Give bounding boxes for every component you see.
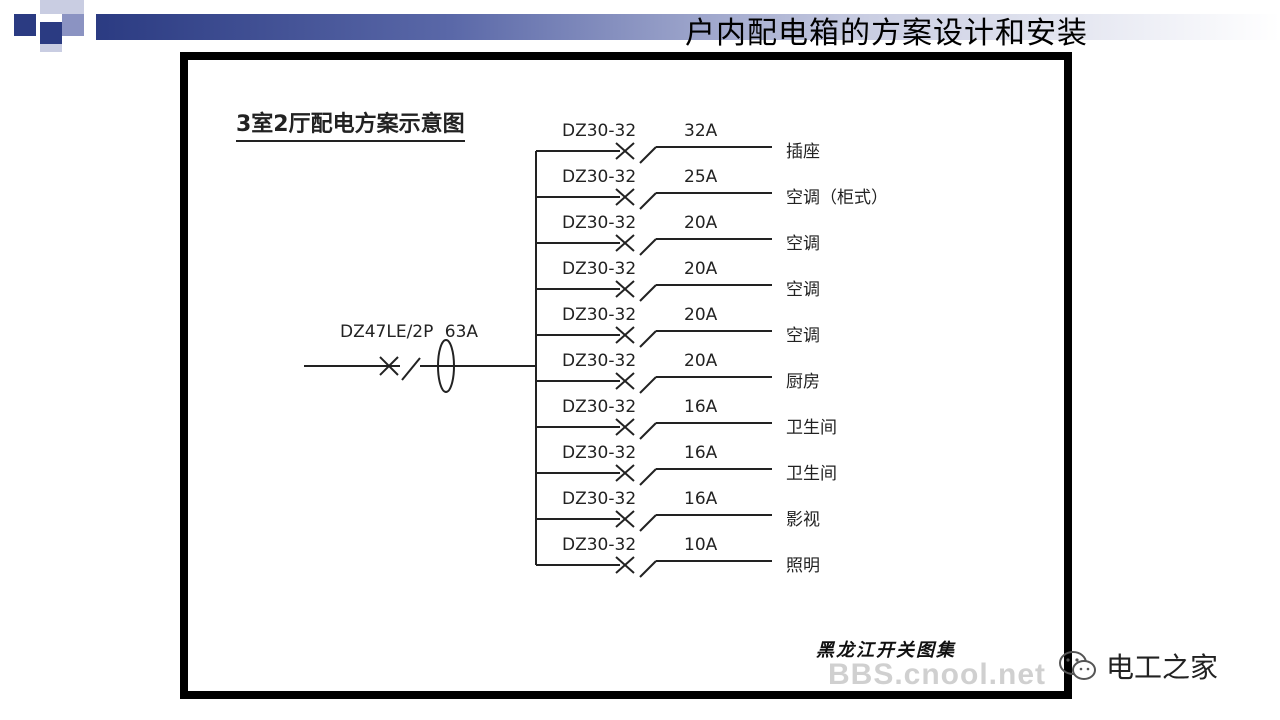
main-breaker-cross [379, 356, 399, 376]
header-gradient-bar [96, 14, 1280, 40]
circuit-breaker-rating: 20A [684, 305, 718, 325]
circuit-load-label: 卫生间 [786, 464, 837, 484]
circuit-load-label: 空调 [786, 280, 820, 300]
branch-breaker-contact [639, 284, 657, 302]
branch-breaker-contact [639, 146, 657, 164]
circuit-breaker-model: DZ30-32 [562, 443, 637, 463]
brand-name: 电工之家 [1106, 651, 1219, 684]
circuit-breaker-model: DZ30-32 [562, 489, 637, 509]
branch-breaker-contact [639, 238, 657, 256]
wechat-icon [1059, 651, 1096, 680]
circuit-load-label: 照明 [786, 556, 820, 576]
header-bar: 户内配电箱的方案设计和安装 [0, 0, 1280, 52]
wiring-diagram [304, 142, 772, 578]
branch-breaker-contact [639, 422, 657, 440]
branch-breaker-contact [639, 376, 657, 394]
branch-breaker-contact [639, 330, 657, 348]
circuit-breaker-rating: 16A [684, 489, 718, 509]
decor-square [40, 22, 62, 44]
branch-breaker-cross [615, 418, 635, 436]
circuit-load-label: 空调 [786, 326, 820, 346]
circuit-load-label: 影视 [786, 510, 820, 530]
brand-badge: 电工之家 [1058, 646, 1218, 686]
circuit-breaker-model: DZ30-32 [562, 397, 637, 417]
circuit-breaker-model: DZ30-32 [562, 535, 637, 555]
branch-breaker-contact [639, 192, 657, 210]
branch-breaker-cross [615, 234, 635, 252]
circuit-load-label: 插座 [786, 142, 820, 162]
circuit-breaker-model: DZ30-32 [562, 351, 637, 371]
circuit-load-label: 厨房 [786, 372, 820, 392]
main-breaker-rating: 63A [444, 322, 479, 342]
circuit-load-label: 空调（柜式） [786, 188, 888, 208]
circuit-breaker-rating: 16A [684, 397, 718, 417]
circuit-breaker-rating: 20A [684, 259, 718, 279]
branch-breaker-contact [639, 468, 657, 486]
circuit-breaker-rating: 32A [684, 121, 718, 141]
circuit-breaker-rating: 25A [684, 167, 718, 187]
main-breaker-contact [401, 357, 421, 381]
slide-title: 户内配电箱的方案设计和安装 [685, 16, 1088, 51]
diagram-canvas: 3室2厅配电方案示意图 DZ47LE/2P 63A DZ30-32 32A 插座 DZ… [188, 60, 1064, 691]
branch-breaker-cross [615, 188, 635, 206]
main-breaker-label: DZ47LE/2P 63A [340, 322, 478, 342]
diagram-title: 3室2厅配电方案示意图 [236, 106, 465, 142]
branch-breaker-contact [639, 560, 657, 578]
circuit-breaker-model: DZ30-32 [562, 305, 637, 325]
diagram-frame: 3室2厅配电方案示意图 DZ47LE/2P 63A DZ30-32 32A 插座 DZ… [180, 52, 1072, 699]
branch-breaker-cross [615, 326, 635, 344]
site-watermark: BBS.cnool.net [828, 658, 1047, 691]
decor-square [62, 0, 84, 14]
decor-square [14, 14, 36, 36]
circuit-breaker-model: DZ30-32 [562, 167, 637, 187]
circuit-breaker-model: DZ30-32 [562, 259, 637, 279]
branch-breaker-cross [615, 464, 635, 482]
branch-breaker-cross [615, 142, 635, 160]
branch-breaker-cross [615, 372, 635, 390]
circuit-load-label: 卫生间 [786, 418, 837, 438]
decor-square [40, 0, 62, 14]
circuit-breaker-model: DZ30-32 [562, 213, 637, 233]
decor-square [40, 44, 62, 52]
circuit-breaker-model: DZ30-32 [562, 121, 637, 141]
main-breaker-model: DZ47LE/2P [340, 322, 434, 342]
circuit-load-label: 空调 [786, 234, 820, 254]
circuit-breaker-rating: 10A [684, 535, 718, 555]
decor-square [62, 14, 84, 36]
atlas-watermark: 黑龙江开关图集 [816, 640, 956, 661]
branch-breaker-cross [615, 556, 635, 574]
circuit-breaker-rating: 16A [684, 443, 718, 463]
rcd-ring [437, 339, 455, 393]
branch-breaker-cross [615, 510, 635, 528]
circuit-breaker-rating: 20A [684, 351, 718, 371]
circuit-breaker-rating: 20A [684, 213, 718, 233]
branch-breaker-contact [639, 514, 657, 532]
branch-breaker-cross [615, 280, 635, 298]
